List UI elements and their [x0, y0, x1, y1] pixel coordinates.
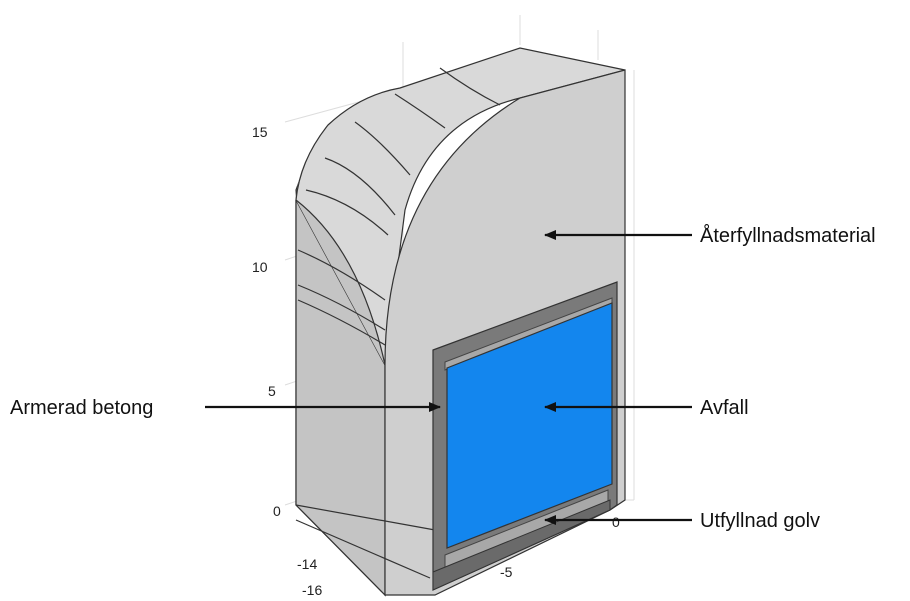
z-tick-label: 0 [273, 503, 281, 519]
roof-segment-lines [295, 67, 501, 579]
x-tick-label: 0 [612, 514, 620, 530]
callout-arrows [205, 230, 692, 525]
z-tick-label: 10 [252, 259, 268, 275]
block-top-face [295, 47, 626, 366]
y-tick-label: -14 [297, 556, 317, 572]
y-tick-label: -16 [302, 582, 322, 598]
z-tick-label: 5 [268, 383, 276, 399]
waste-block[interactable] [446, 302, 613, 549]
waste-label: Avfall [700, 397, 749, 419]
axis-ticks: 15 10 5 0 -14 -16 -5 0 [252, 124, 620, 598]
x-tick-label: -5 [500, 564, 513, 580]
callout-labels: Återfyllnadsmaterial Avfall Armerad beto… [10, 224, 876, 532]
concrete-label: Armerad betong [10, 397, 153, 419]
backfill-label: Återfyllnadsmaterial [700, 224, 876, 247]
floor-label: Utfyllnad golv [700, 510, 820, 532]
z-tick-label: 15 [252, 124, 268, 140]
